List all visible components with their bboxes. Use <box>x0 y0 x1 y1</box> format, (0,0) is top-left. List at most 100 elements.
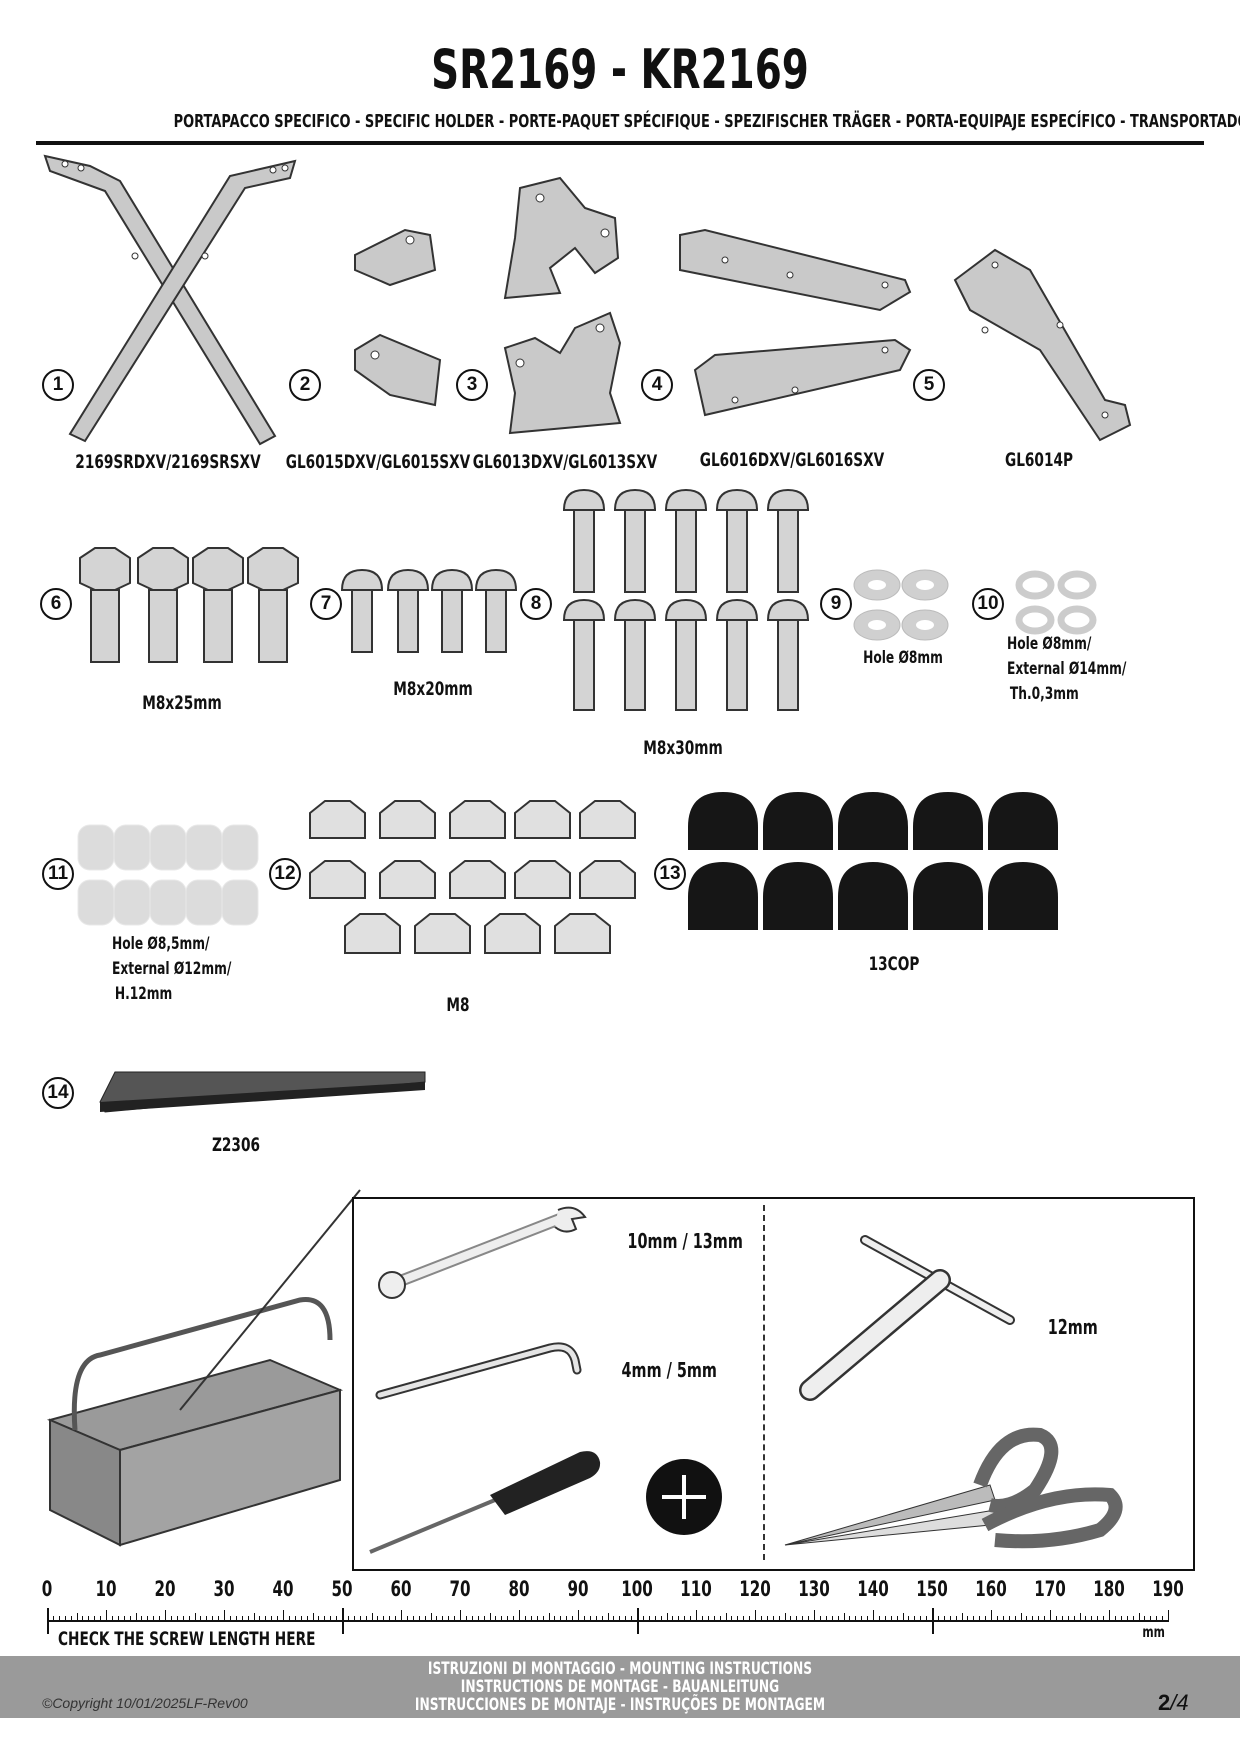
ruler-tick-label: 10 <box>95 1577 117 1601</box>
ruler-tick <box>235 1616 237 1620</box>
ruler-tick <box>814 1610 815 1620</box>
ruler-tick <box>678 1616 680 1620</box>
ruler-tick <box>760 1616 762 1620</box>
ruler-tick <box>566 1616 568 1620</box>
ruler-tick <box>300 1616 302 1620</box>
ruler-tick <box>513 1616 515 1620</box>
part-number-11: 11 <box>42 858 74 890</box>
ruler-tick <box>448 1616 450 1620</box>
ruler-tick <box>1150 1616 1152 1620</box>
footer-instructions: ISTRUZIONI DI MONTAGGIO - MOUNTING INSTR… <box>174 1660 1067 1714</box>
ruler-tick <box>324 1616 326 1620</box>
ruler-tick <box>306 1616 308 1620</box>
ruler-tick <box>365 1616 367 1620</box>
ruler-tick <box>642 1616 644 1620</box>
ruler-caption: CHECK THE SCREW LENGTH HERE <box>58 1628 316 1650</box>
ruler-tick <box>471 1616 473 1620</box>
part-11-spec: Hole Ø8,5mm/ External Ø12mm/ H.12mm <box>112 932 231 1007</box>
ruler-tick <box>654 1616 656 1620</box>
ruler-tick <box>1156 1616 1158 1620</box>
part-10-spec: Hole Ø8mm/ External Ø14mm/ Th.0,3mm <box>1007 632 1126 707</box>
ruler-unit: mm <box>1142 1623 1165 1641</box>
wrench-icon <box>378 1206 587 1299</box>
part-number-3: 3 <box>456 369 488 401</box>
ruler-tick <box>991 1610 992 1620</box>
ruler-tick <box>719 1616 721 1620</box>
ruler-tick <box>1144 1616 1146 1620</box>
page-title: SR2169 - KR2169 <box>431 38 809 101</box>
part-4-code: GL6016DXV/GL6016SXV <box>699 449 885 471</box>
ruler-tick <box>1020 1613 1022 1620</box>
part-12-nuts-image <box>309 800 636 954</box>
ruler-tick <box>1067 1616 1069 1620</box>
ruler-tick <box>489 1613 491 1620</box>
part-11-spec-line: External Ø12mm/ <box>112 959 232 979</box>
ruler-tick <box>749 1616 751 1620</box>
part-12-code: M8 <box>446 994 470 1016</box>
ruler-tick <box>194 1613 196 1620</box>
ruler-tick <box>477 1616 479 1620</box>
ruler-tick <box>135 1613 137 1620</box>
part-7-code: M8x20mm <box>393 678 473 700</box>
ruler-tick <box>406 1616 408 1620</box>
ruler-tick <box>996 1616 998 1620</box>
ruler-tick <box>1085 1616 1087 1620</box>
part-13-caps-image <box>688 792 1058 930</box>
ruler-tick <box>666 1613 668 1620</box>
part-5-code: GL6014P <box>1004 449 1074 471</box>
ruler-tick <box>229 1616 231 1620</box>
ruler-tick <box>82 1616 84 1620</box>
ruler-tick <box>613 1616 615 1620</box>
ruler-tick <box>159 1616 161 1620</box>
ruler-tick <box>188 1616 190 1620</box>
ruler-tick <box>241 1616 243 1620</box>
ruler-tick-label: 80 <box>508 1577 530 1601</box>
ruler-tick <box>631 1616 633 1620</box>
ruler-tick <box>94 1616 96 1620</box>
ruler-tick <box>312 1613 314 1620</box>
ruler-tick <box>790 1616 792 1620</box>
ruler-tick <box>1014 1616 1016 1620</box>
ruler-tick <box>1026 1616 1028 1620</box>
ruler-tick <box>76 1613 78 1620</box>
ruler-tick <box>743 1616 745 1620</box>
ruler-tick <box>182 1616 184 1620</box>
ruler-tick <box>377 1616 379 1620</box>
ruler-tick <box>524 1616 526 1620</box>
ruler-tick <box>153 1616 155 1620</box>
t-socket-wrench-icon <box>799 1235 1015 1401</box>
ruler-tick <box>825 1616 827 1620</box>
screwdriver-icon <box>369 1451 601 1554</box>
scissors-icon <box>784 1427 1123 1549</box>
ruler-tick <box>701 1616 703 1620</box>
ruler-line <box>47 1620 1169 1622</box>
ruler-tick <box>465 1616 467 1620</box>
part-8-bolts-image <box>562 488 810 711</box>
ruler-tick <box>849 1616 851 1620</box>
ruler-tick-label: 20 <box>154 1577 176 1601</box>
socket-size: 12mm <box>1047 1315 1098 1339</box>
part-11-spec-line: Hole Ø8,5mm/ <box>112 934 210 954</box>
ruler-tick-label: 120 <box>739 1577 771 1601</box>
ruler-tick <box>1091 1616 1093 1620</box>
ruler-tick <box>265 1616 267 1620</box>
ruler-tick <box>454 1616 456 1620</box>
ruler-tick-label: 90 <box>567 1577 589 1601</box>
part-11-spacers-image <box>77 824 259 926</box>
ruler-tick <box>294 1616 296 1620</box>
part-2-code: GL6015DXV/GL6015SXV <box>285 451 471 473</box>
ruler-tick <box>64 1616 66 1620</box>
ruler-tick <box>1038 1616 1040 1620</box>
ruler-tick-label: 140 <box>857 1577 889 1601</box>
ruler-tick <box>383 1616 385 1620</box>
ruler-tick <box>259 1616 261 1620</box>
part-3-plate-image <box>503 176 622 435</box>
toolbox-image <box>46 1189 361 1547</box>
ruler-tick <box>967 1616 969 1620</box>
page-total: /4 <box>1170 1690 1189 1715</box>
ruler-tick <box>389 1616 391 1620</box>
ruler-tick <box>501 1616 503 1620</box>
ruler-tick <box>607 1613 609 1620</box>
part-10-washers-image <box>1015 570 1097 635</box>
